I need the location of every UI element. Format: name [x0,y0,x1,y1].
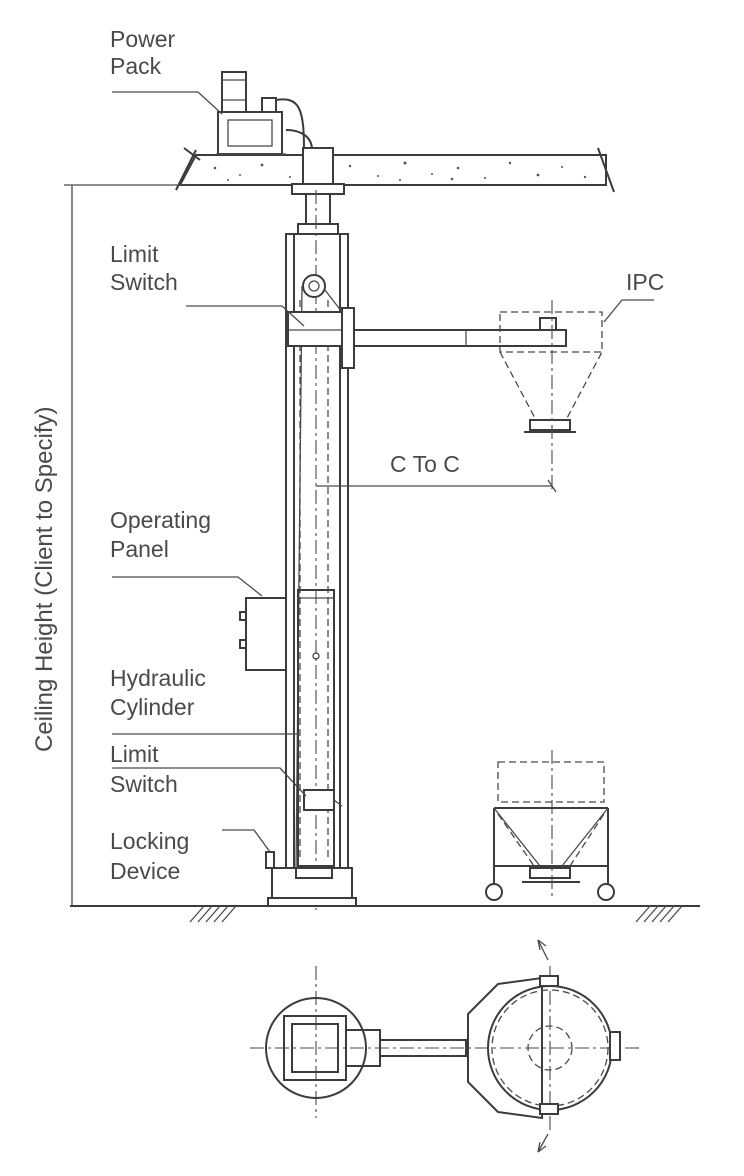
operating-panel-label-line2: Panel [110,536,169,562]
ceiling-height-label: Ceiling Height (Client to Specify) [31,407,58,752]
floor [70,905,700,923]
limit-switch-bottom-label-line1: Limit [110,741,159,767]
power-pack-label-line1: Power [110,26,176,52]
lift-arm [353,317,567,347]
column-mount [291,147,345,235]
plan-view [250,939,640,1153]
ipc-top [499,300,603,490]
ceiling-height-dimension [64,184,200,906]
ipc-floor [485,750,615,901]
hydraulic-cylinder-label-line2: Cylinder [110,694,195,720]
carriage [287,274,355,871]
operating-panel [239,597,287,671]
ipc-label: IPC [626,269,664,295]
c-to-c-dimension [316,479,557,493]
column-base [265,851,357,907]
limit-switch-bottom-label-line2: Switch [110,771,178,797]
limit-switch-top-label-line2: Switch [110,269,178,295]
ceiling-slab [175,147,615,193]
c-to-c-label: C To C [390,451,460,477]
limit-switch-top-label-line1: Limit [110,241,159,267]
hydraulic-cylinder [297,589,335,867]
power-pack [216,71,313,155]
power-pack-label-line2: Pack [110,53,162,79]
hydraulic-cylinder-label-line1: Hydraulic [110,665,206,691]
locking-device-label-line2: Device [110,858,180,884]
operating-panel-label-line1: Operating [110,507,211,533]
bottom-limit-switch [303,789,343,811]
leader-lines [112,91,654,853]
locking-device-label-line1: Locking [110,828,189,854]
